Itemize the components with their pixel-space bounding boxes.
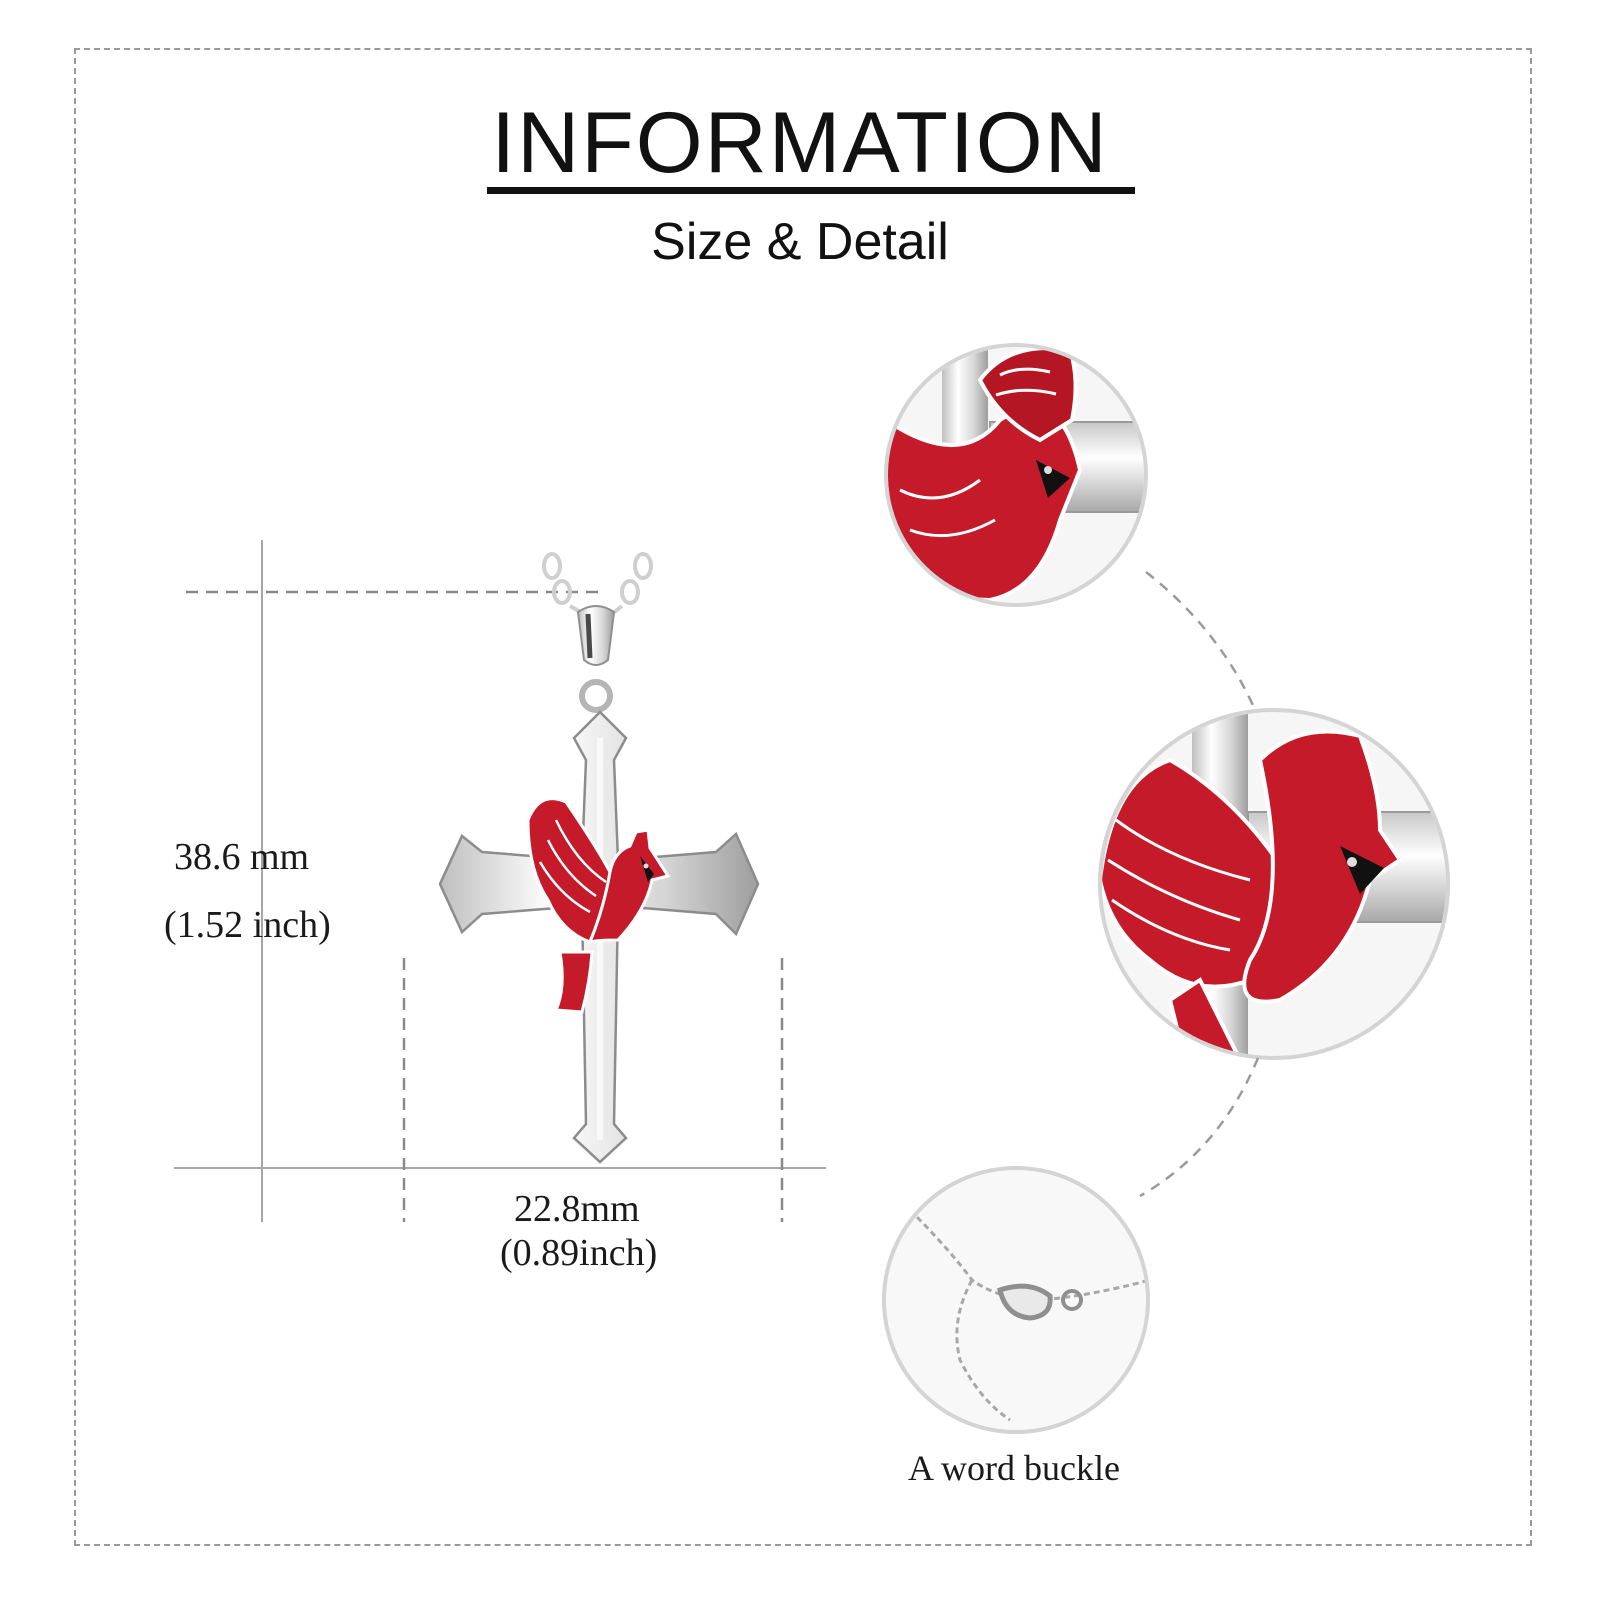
buckle-caption: A word buckle [908, 1448, 1120, 1488]
width-mm-label: 22.8mm [514, 1188, 640, 1230]
cardinal-bird [526, 797, 671, 1014]
height-mm-label: 38.6 mm [174, 836, 310, 878]
dashed-frame [74, 48, 1532, 1546]
width-inch-label: (0.89inch) [500, 1232, 658, 1274]
detail-circle-buckle [882, 1166, 1150, 1434]
page-title: INFORMATION [491, 95, 1109, 191]
height-measure-lines [174, 540, 826, 1222]
height-inch-label: (1.52 inch) [164, 904, 331, 946]
pendant-chain [542, 552, 653, 616]
width-measure-lines [402, 958, 784, 1222]
title-underline [487, 187, 1135, 194]
page-subtitle: Size & Detail [651, 213, 949, 271]
pendant-bail [576, 605, 616, 713]
connector-lines [1139, 571, 1260, 1198]
detail-circle-bird-large [1098, 708, 1450, 1060]
detail-circle-bird-top [884, 343, 1148, 607]
